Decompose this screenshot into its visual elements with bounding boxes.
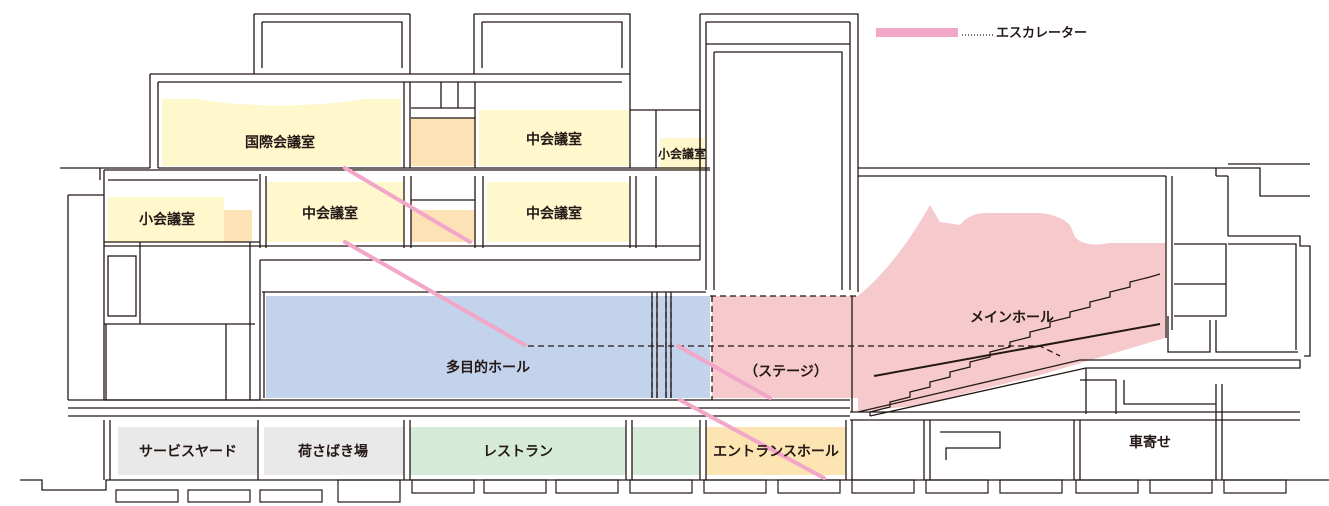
label-service-yard: サービスヤード bbox=[139, 444, 237, 460]
label-medium-conference-mid: 中会議室 bbox=[526, 205, 582, 222]
escalators bbox=[343, 166, 826, 480]
peach-room-left bbox=[224, 210, 252, 242]
legend-escalator-label: エスカレーター bbox=[996, 26, 1087, 41]
medium-conference-room-mid bbox=[487, 182, 629, 242]
small-conference-room-top bbox=[660, 138, 705, 170]
legend: エスカレーター bbox=[876, 26, 1087, 41]
room-fills bbox=[108, 99, 1165, 475]
small-conference-room-left bbox=[108, 197, 224, 242]
room-labels: 国際会議室 中会議室 小会議室 小会議室 中会議室 中会議室 多目的ホール （ス… bbox=[139, 131, 1171, 460]
international-conference-room bbox=[162, 99, 401, 166]
restaurant-annex bbox=[632, 427, 700, 475]
escalator-stage bbox=[676, 344, 772, 400]
label-stage: （ステージ） bbox=[744, 364, 828, 380]
medium-conference-room-left bbox=[266, 182, 404, 242]
label-small-conference-left: 小会議室 bbox=[139, 211, 195, 228]
service-yard bbox=[118, 427, 258, 475]
peach-room-top bbox=[411, 118, 475, 166]
escalator-upper bbox=[343, 166, 472, 244]
loading-area bbox=[264, 427, 404, 475]
label-international-conference: 国際会議室 bbox=[245, 134, 315, 151]
label-loading-area: 荷さばき場 bbox=[297, 443, 368, 460]
label-medium-conference-left: 中会議室 bbox=[302, 205, 358, 222]
label-medium-conference-top: 中会議室 bbox=[526, 131, 582, 148]
label-car-porch: 車寄せ bbox=[1129, 434, 1171, 451]
label-main-hall: メインホール bbox=[970, 310, 1054, 326]
label-multipurpose-hall: 多目的ホール bbox=[446, 359, 530, 376]
medium-conference-room-top bbox=[479, 110, 629, 166]
dashed-lines bbox=[528, 292, 1061, 400]
label-entrance-hall: エントランスホール bbox=[713, 444, 839, 460]
escalator-middle bbox=[343, 240, 527, 347]
escalator-lower bbox=[678, 398, 826, 480]
escalator-legend-swatch bbox=[876, 28, 958, 37]
label-restaurant: レストラン bbox=[483, 444, 553, 460]
stage-area bbox=[712, 296, 858, 398]
restaurant bbox=[410, 427, 626, 475]
multipurpose-hall bbox=[266, 296, 710, 398]
main-hall bbox=[858, 205, 1165, 412]
structure-lines bbox=[20, 13, 1329, 503]
label-small-conference-top: 小会議室 bbox=[658, 146, 706, 161]
